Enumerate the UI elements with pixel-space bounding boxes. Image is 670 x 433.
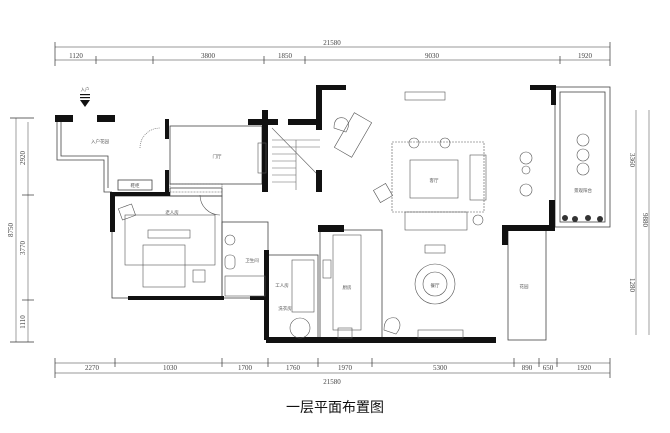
staircase	[271, 127, 320, 190]
room-label: 洗衣房	[278, 305, 292, 312]
room-label: 客厅	[430, 177, 439, 184]
bed-area	[124, 214, 216, 266]
room-label: 景观阳台	[574, 187, 592, 194]
room-label: 厨房	[343, 284, 352, 291]
walls	[55, 85, 556, 343]
dim-right: 3360	[628, 153, 636, 168]
sofa-side	[469, 154, 487, 201]
dim-bottom: 1920	[577, 364, 592, 372]
dim-bottom: 1760	[286, 364, 301, 372]
dim-top: 3800	[201, 52, 216, 60]
room-label: 工人房	[275, 282, 289, 289]
room-label: 卫生间	[245, 257, 259, 264]
bed	[142, 244, 186, 288]
kitchen-island	[332, 234, 362, 331]
dim-left: 1110	[19, 315, 27, 329]
entrance-arrow-icon	[80, 94, 90, 107]
dimension-lines	[10, 42, 650, 378]
armchair	[373, 183, 393, 203]
furniture	[117, 91, 590, 339]
sofa	[404, 211, 468, 231]
tv-cabinet	[404, 91, 446, 101]
room-label: 入户花园	[91, 138, 109, 145]
drawing-title: 一层平面布置图	[286, 400, 384, 416]
room-label: 花园	[520, 283, 529, 290]
plants	[562, 215, 603, 222]
dim-top-total: 21580	[323, 39, 341, 47]
room-label: 餐厅	[431, 282, 440, 289]
dim-left-total: 8750	[7, 223, 15, 238]
dim-top: 9030	[425, 52, 440, 60]
dim-bottom-total: 21580	[323, 378, 341, 386]
dim-bottom: 1700	[238, 364, 253, 372]
dining-table	[414, 263, 456, 305]
dim-bottom: 650	[543, 364, 554, 372]
dim-top: 1920	[578, 52, 593, 60]
dim-left: 3770	[19, 241, 27, 256]
dim-top: 1120	[69, 52, 83, 60]
dim-right: 1280	[628, 278, 636, 293]
dim-right-total: 9880	[641, 213, 649, 228]
room-label: 鞋柜	[131, 182, 140, 189]
thin-walls	[56, 86, 611, 342]
sideboard	[417, 329, 464, 339]
dim-bottom: 890	[522, 364, 533, 372]
entrance-label: 入户	[81, 86, 90, 93]
dim-bottom: 5300	[433, 364, 448, 372]
desk-chair	[333, 117, 349, 133]
dim-left: 2920	[19, 151, 27, 166]
desk	[333, 112, 373, 158]
room-label: 门厅	[213, 153, 222, 160]
dim-bottom: 1030	[163, 364, 178, 372]
dim-bottom: 2270	[85, 364, 100, 372]
dim-top: 1850	[278, 52, 293, 60]
coffee-table	[409, 159, 459, 199]
dim-bottom: 1970	[338, 364, 353, 372]
room-label: 老人房	[165, 209, 179, 216]
